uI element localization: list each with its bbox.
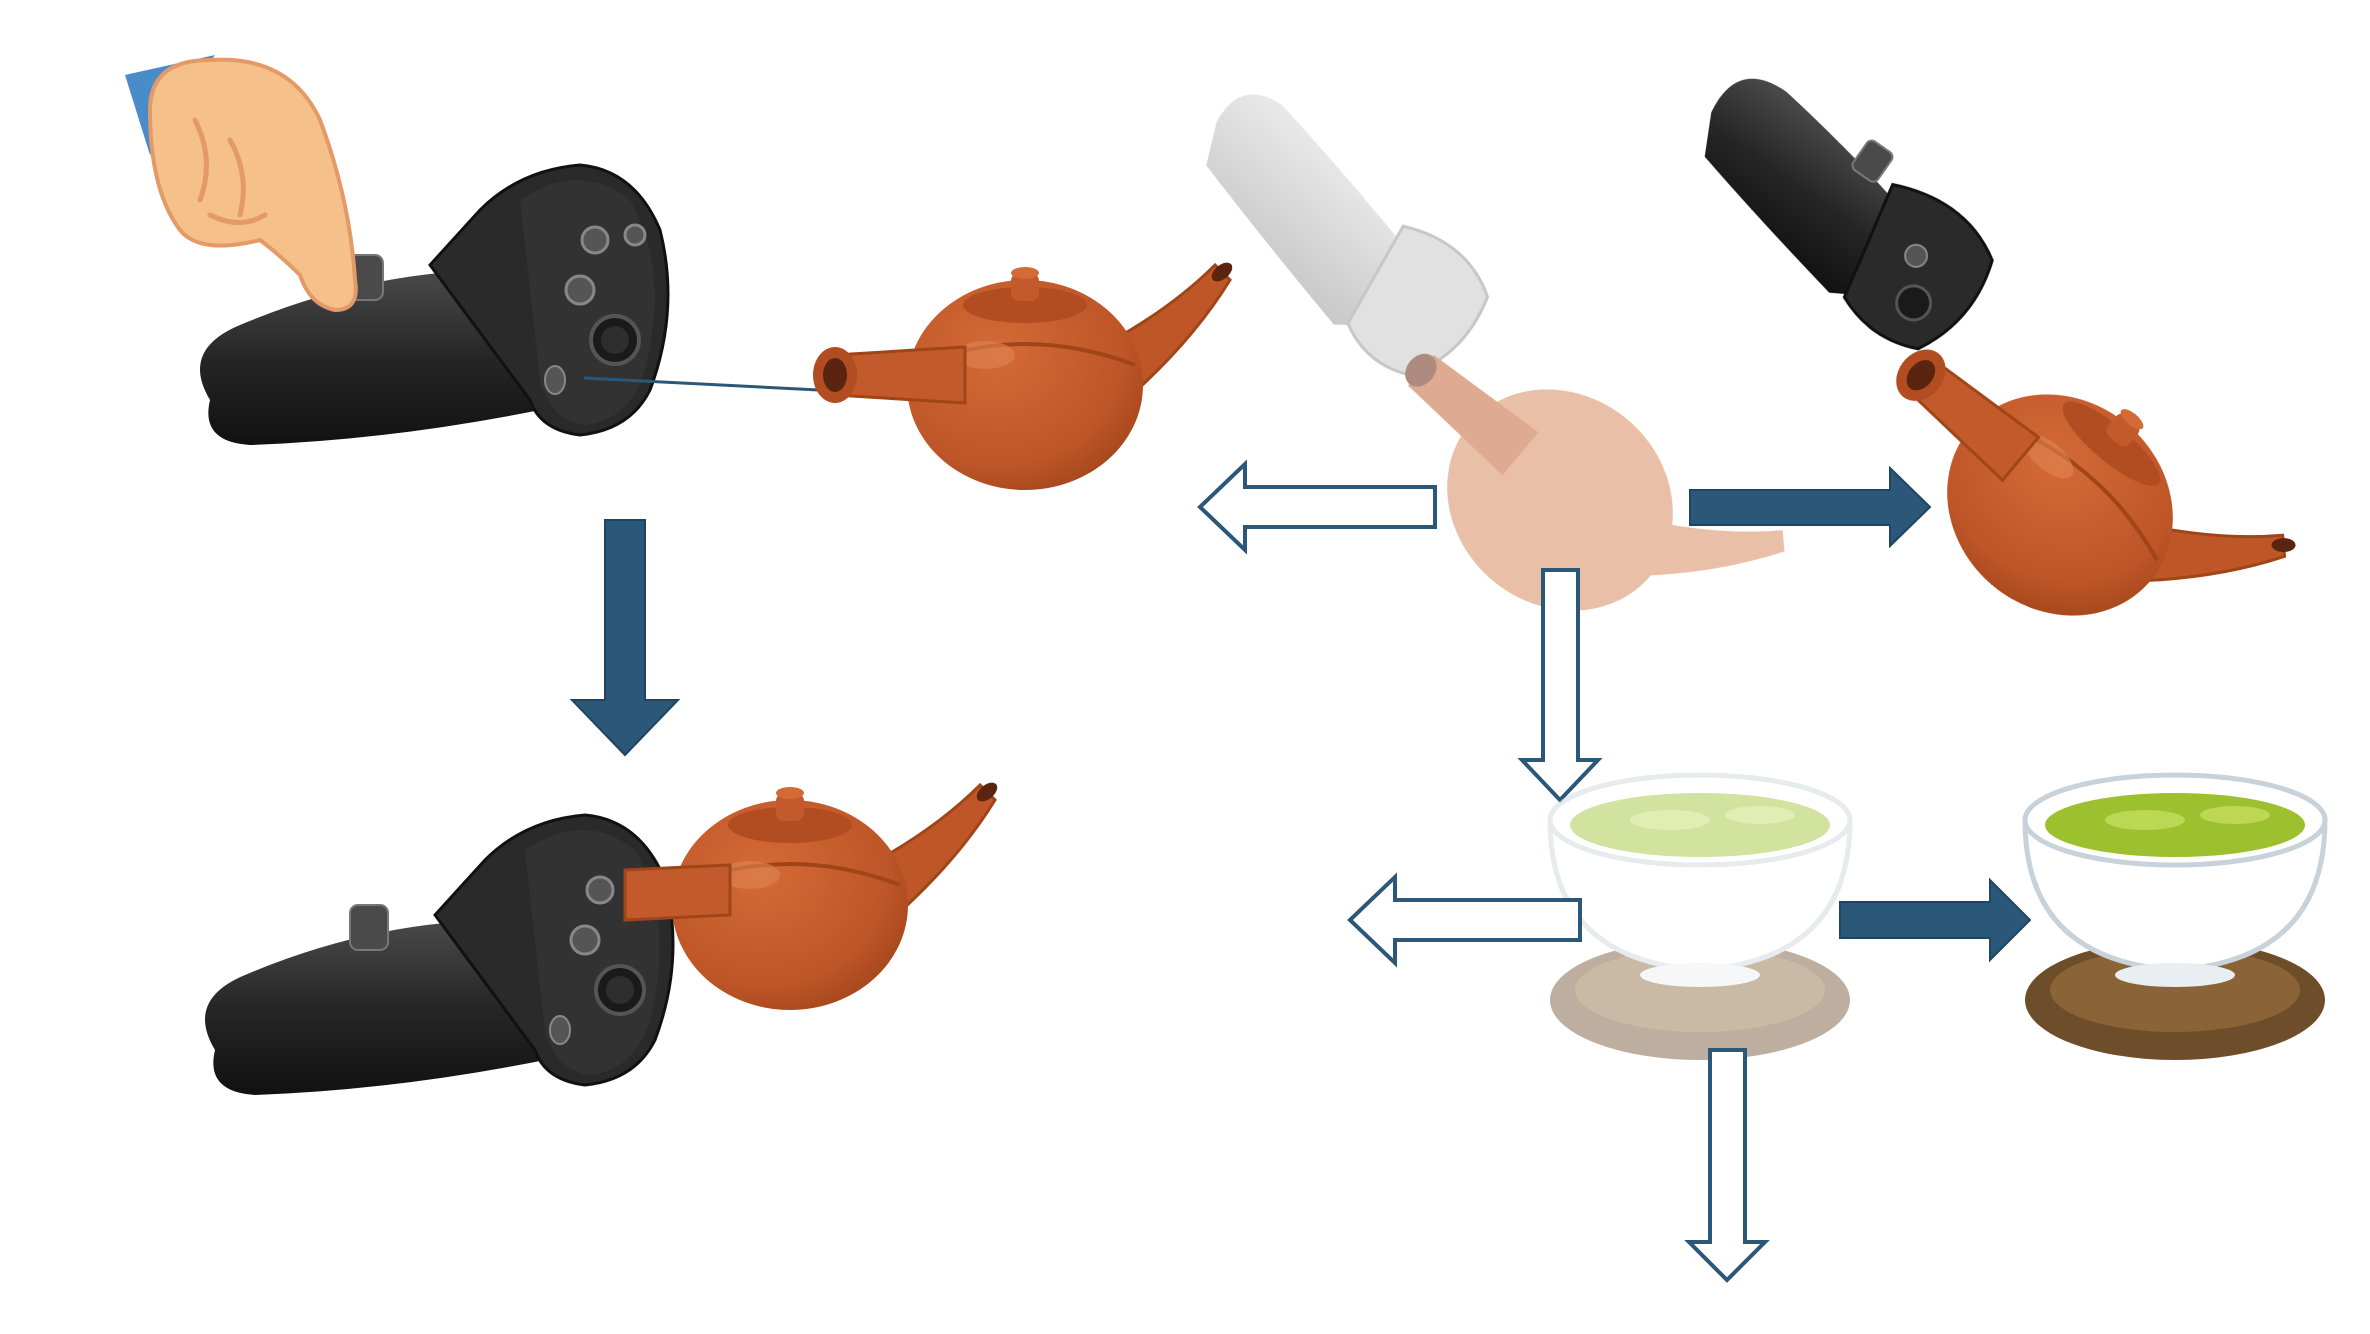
vr-controller-icon	[203, 813, 675, 1097]
teapot-icon	[811, 256, 1238, 492]
step-tilt-ghost	[1206, 94, 1785, 611]
arrow-down-outline	[1517, 568, 1603, 803]
tea-cup-icon	[2025, 775, 2325, 1060]
teapot-icon	[1405, 353, 1785, 611]
step-grab-controller	[125, 55, 1238, 492]
vr-controller-icon	[1704, 78, 1994, 351]
arrow-down-solid	[569, 519, 681, 757]
tea-cup-icon	[1550, 775, 1850, 1060]
teapot-icon	[623, 776, 1003, 1012]
step-pour	[1704, 78, 2305, 723]
arrow-left-outline	[1197, 459, 1437, 555]
hand-icon	[125, 55, 358, 313]
step-attached	[203, 776, 1003, 1097]
arrow-left-outline	[1347, 872, 1582, 968]
arrow-right-solid	[1839, 877, 2032, 963]
vr-controller-icon	[1206, 94, 1490, 377]
arrow-down-outline	[1684, 1048, 1770, 1283]
arrow-right-solid	[1689, 465, 1932, 549]
tether-line	[583, 376, 859, 394]
